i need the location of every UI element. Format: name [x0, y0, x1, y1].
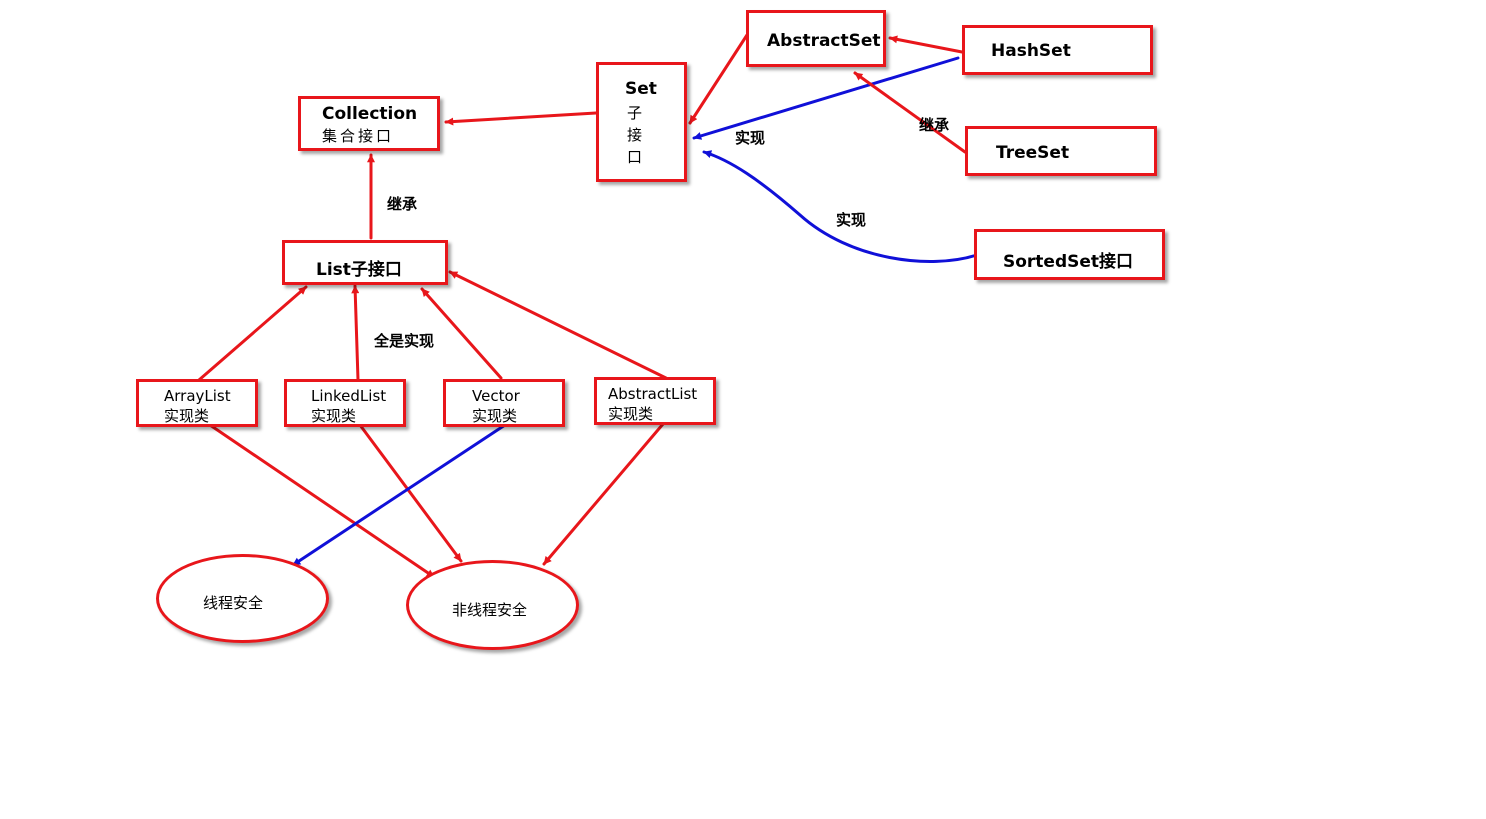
abstractlist-title: AbstractList: [608, 385, 698, 403]
abstractlist-subtitle: 实现类: [608, 405, 654, 423]
treeset-title: TreeSet: [996, 143, 1070, 163]
set-char-2: 接: [627, 126, 643, 144]
edge-linkedlist-to-list: [351, 284, 360, 382]
edge-linkedlist-to-nonthreadsafe: [358, 423, 463, 563]
collection-title: Collection: [322, 104, 418, 124]
arraylist-title: ArrayList: [164, 387, 231, 405]
edge-label-hashset-implement: 实现: [735, 129, 766, 147]
edge-treeset-to-abstractset: [853, 71, 967, 154]
edge-vector-to-list: [420, 287, 503, 380]
edge-label-sortedset-implement: 实现: [836, 211, 867, 229]
set-char-1: 子: [627, 104, 643, 122]
edge-hashset-to-abstractset: [888, 35, 964, 54]
edge-vector-to-threadsafe: [291, 423, 507, 567]
threadsafe-label: 线程安全: [203, 594, 264, 612]
linkedlist-title: LinkedList: [311, 387, 387, 405]
edge-arraylist-to-nonthreadsafe: [208, 423, 436, 579]
sortedset-node: SortedSet接口: [974, 229, 1165, 280]
hashset-node: HashSet: [962, 25, 1153, 75]
edge-arraylist-to-list: [197, 285, 308, 382]
linkedlist-node: LinkedList 实现类: [284, 379, 406, 427]
sortedset-title: SortedSet接口: [1003, 252, 1134, 272]
set-char-3: 口: [627, 148, 643, 166]
vector-subtitle: 实现类: [472, 407, 518, 425]
edge-label-treeset-inherit: 继承: [919, 116, 950, 134]
edge-sortedset-to-set: [702, 150, 979, 263]
treeset-node: TreeSet: [965, 126, 1157, 176]
set-title: Set: [625, 79, 657, 99]
list-node: List子接口: [282, 240, 448, 285]
arraylist-node: ArrayList 实现类: [136, 379, 258, 427]
vector-node: Vector 实现类: [443, 379, 565, 427]
set-node: Set 子 接 口: [596, 62, 687, 182]
abstractlist-node: AbstractList 实现类: [594, 377, 716, 425]
edge-label-list-inherit: 继承: [387, 195, 418, 213]
abstractset-title: AbstractSet: [767, 31, 881, 51]
edge-abstractset-to-set: [688, 33, 749, 125]
collection-subtitle: 集合接口: [322, 127, 395, 145]
edge-hashset-to-set: [692, 56, 960, 140]
edge-abstractlist-to-nonthreadsafe: [542, 422, 665, 566]
abstractset-node: AbstractSet: [746, 10, 886, 67]
threadsafe-node: 线程安全: [156, 554, 329, 643]
edge-set-to-collection: [444, 111, 598, 126]
vector-title: Vector: [472, 387, 520, 405]
hashset-title: HashSet: [991, 41, 1071, 61]
list-title: List子接口: [316, 260, 402, 280]
nonthreadsafe-label: 非线程安全: [452, 601, 528, 619]
arraylist-subtitle: 实现类: [164, 407, 210, 425]
nonthreadsafe-node: 非线程安全: [406, 560, 579, 650]
linkedlist-subtitle: 实现类: [311, 407, 357, 425]
edge-label-list-all-implement: 全是实现: [374, 332, 435, 350]
collection-node: Collection 集合接口: [298, 96, 440, 151]
edge-abstractlist-to-list: [448, 270, 668, 380]
